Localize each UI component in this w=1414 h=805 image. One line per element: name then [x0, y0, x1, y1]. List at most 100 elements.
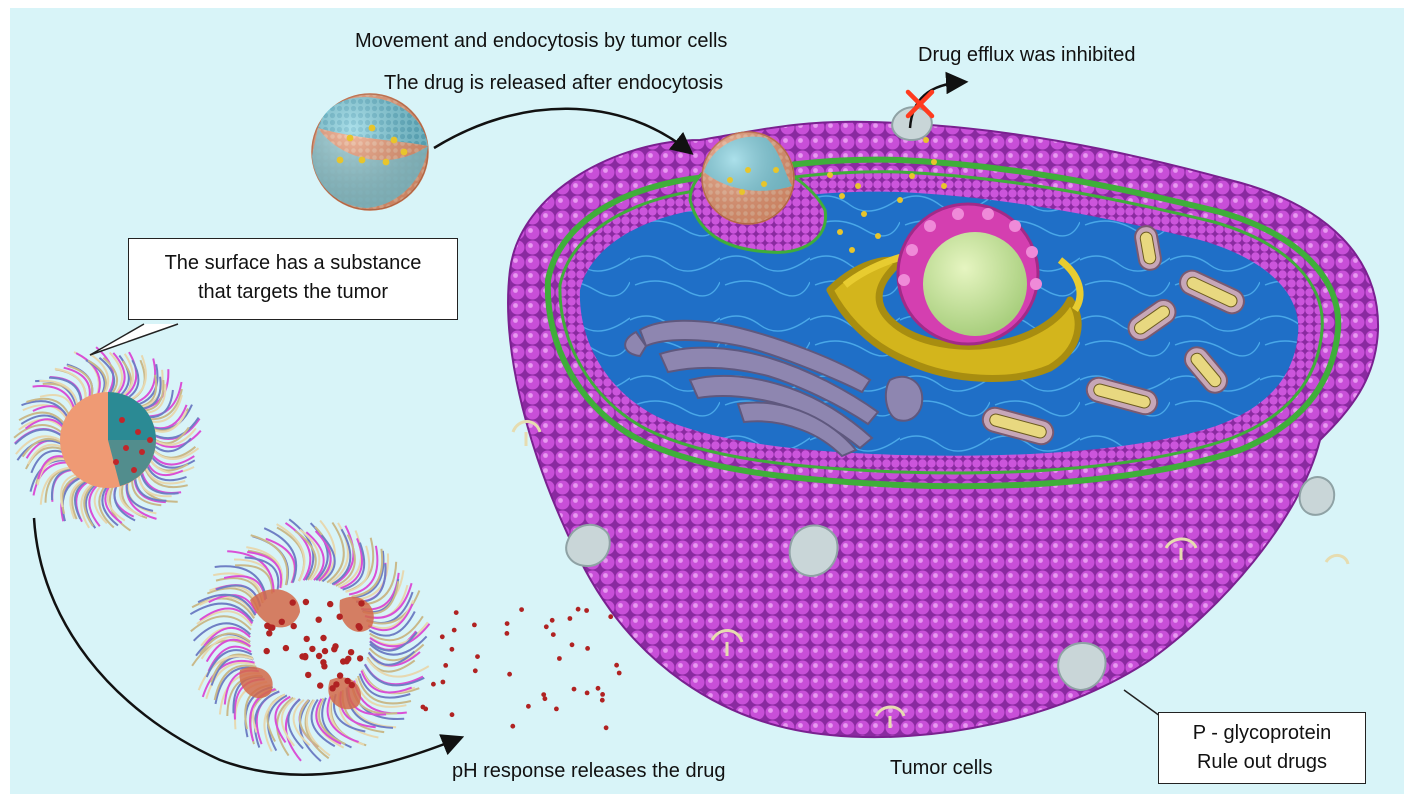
polymer-chain	[348, 545, 379, 596]
drug-dot	[519, 607, 524, 612]
polymer-chain	[276, 696, 294, 757]
polymer-chain	[199, 596, 256, 617]
polymer-chain	[263, 527, 298, 583]
polymer-chain	[213, 664, 257, 701]
drug-dot	[526, 703, 531, 709]
drug-dot	[344, 677, 351, 685]
drug-dot	[320, 634, 327, 642]
polymer-chain	[21, 400, 70, 421]
drug-dot	[305, 671, 312, 679]
polymer-chain	[32, 384, 76, 412]
polymer-chain	[234, 564, 273, 594]
polymer-chain	[32, 461, 71, 496]
polymer-chain	[320, 534, 336, 583]
polymer-chain	[127, 354, 147, 402]
drug-dot	[543, 624, 549, 630]
drug-dot	[336, 613, 343, 620]
golgi-apparatus	[624, 319, 924, 458]
cytoplasm-drug-dots	[827, 137, 947, 253]
polymer-chain	[315, 698, 342, 745]
polymer-chain	[18, 411, 68, 427]
polymer-chain	[244, 556, 280, 590]
polymer-chain	[310, 698, 336, 748]
ph-release-label: pH response releases the drug	[452, 760, 726, 782]
drug-dot	[317, 682, 324, 689]
drug-dot	[420, 704, 426, 710]
drug-dot	[356, 624, 363, 631]
polymer-chain	[75, 352, 101, 398]
drug-dot	[321, 647, 329, 655]
polymer-chain	[61, 475, 84, 522]
polymer-chain	[189, 602, 254, 623]
blocked-x-icon	[905, 89, 935, 119]
drug-dot	[333, 681, 340, 688]
drug-dot	[603, 725, 609, 731]
polymer-chain	[39, 466, 74, 505]
polymer-chain	[192, 622, 251, 642]
drug-dot	[599, 697, 605, 703]
drug-dot	[510, 723, 516, 729]
drug-dot	[302, 598, 310, 606]
polymer-chain	[367, 603, 414, 632]
drug-dot	[282, 644, 290, 652]
drug-dot	[549, 617, 555, 623]
polymer-chain	[335, 534, 356, 587]
drug-dot	[315, 616, 322, 623]
drug-dot	[278, 618, 285, 625]
drug-dot	[449, 712, 455, 718]
polymer-chain	[197, 655, 254, 691]
polymer-chain	[203, 626, 251, 647]
polymer-chain	[267, 694, 288, 752]
drug-dot	[320, 659, 327, 666]
polymer-chain	[250, 534, 289, 586]
drug-dot	[332, 643, 339, 650]
polymer-chain	[366, 658, 430, 678]
polymer-chain	[363, 664, 425, 687]
polymer-chain	[352, 550, 385, 599]
polymer-chain	[368, 643, 425, 662]
polymer-chain	[15, 435, 65, 455]
polymer-chain	[367, 650, 416, 666]
polymer-chain	[191, 597, 255, 619]
polymer-chain	[331, 528, 352, 586]
drug-dot	[315, 652, 323, 660]
receptor-group	[511, 420, 1350, 728]
polymer-chain	[253, 690, 280, 748]
polymer-chain	[326, 521, 345, 584]
drug-dot	[584, 608, 589, 613]
drug-dot	[550, 632, 556, 637]
drug-dot	[356, 655, 364, 662]
polymer-chain	[200, 636, 251, 660]
polymer-chain	[151, 430, 202, 448]
drug-dot	[504, 631, 510, 636]
drug-dot	[358, 600, 365, 607]
drug-dot	[569, 642, 575, 648]
drug-dot	[554, 706, 559, 712]
drug-dot	[431, 681, 436, 687]
polymer-chain	[345, 545, 371, 593]
drug-dot	[608, 614, 614, 620]
polymer-chain	[190, 615, 252, 633]
drug-dot	[303, 635, 310, 643]
drug-dot	[507, 671, 512, 677]
polymer-chain	[292, 698, 311, 747]
polymer-chain	[287, 698, 304, 750]
drug-dot	[299, 653, 306, 660]
polymer-chain	[14, 428, 65, 445]
efflux-label: Drug efflux was inhibited	[918, 44, 1136, 66]
drug-dot	[595, 685, 601, 691]
arrow-ph-release	[32, 517, 465, 776]
released-drug-dots	[420, 606, 622, 731]
drug-dot	[345, 655, 352, 662]
drug-dot	[504, 621, 510, 626]
polymer-chain	[299, 528, 321, 581]
polymer-chain	[199, 607, 254, 624]
nucleus	[896, 202, 1042, 346]
drug-dot	[600, 692, 605, 697]
polymer-chain	[342, 542, 366, 591]
drug-dot	[541, 692, 547, 697]
drug-dot	[439, 634, 445, 640]
mitochondria-group	[981, 225, 1245, 446]
polymer-chain	[274, 695, 291, 743]
